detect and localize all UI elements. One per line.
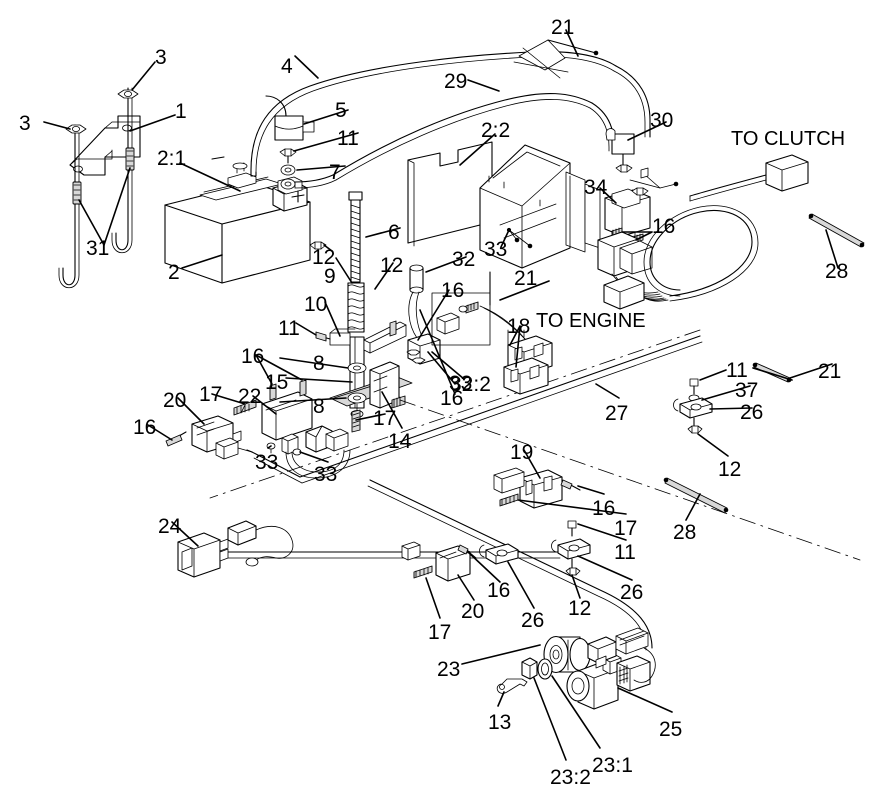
- callout-c-17-b: 17: [373, 407, 397, 430]
- relay-pair-18: [504, 330, 552, 394]
- rod-28-right: [809, 214, 864, 247]
- to-clutch-connector: [690, 155, 808, 201]
- destination-label-to-engine: TO ENGINE: [536, 310, 646, 332]
- callout-c-8-b: 8: [313, 395, 325, 418]
- callout-c-26-g: 26: [521, 609, 545, 632]
- callout-c-23: 23: [437, 658, 461, 681]
- callout-c-28-r: 28: [825, 260, 849, 283]
- callout-c-26-r: 26: [740, 401, 764, 424]
- flange-nut-12a: [310, 242, 326, 249]
- callout-c-33-b1: 33: [255, 451, 279, 474]
- callout-c-21-top: 21: [551, 16, 575, 39]
- callout-c-21-m: 21: [514, 267, 538, 290]
- module-24: [178, 521, 293, 577]
- battery: [165, 157, 310, 283]
- callout-c-25: 25: [659, 718, 683, 741]
- callout-c-9: 9: [324, 265, 336, 288]
- callout-c-31: 31: [86, 237, 110, 260]
- callout-c-16-l: 16: [241, 345, 265, 368]
- callout-c-26-e: 26: [620, 581, 644, 604]
- switch-22-assembly: [216, 380, 350, 478]
- callout-c-20-a: 20: [163, 389, 187, 412]
- callout-c-16-b: 16: [133, 416, 157, 439]
- callout-c-14: 14: [388, 430, 412, 453]
- control-box: [480, 145, 600, 268]
- ignition-assembly: [497, 628, 655, 709]
- callout-c-28-b: 28: [673, 521, 697, 544]
- callout-c-29: 29: [444, 70, 468, 93]
- callout-c-10: 10: [304, 293, 328, 316]
- callout-c-16-g: 16: [487, 579, 511, 602]
- destination-label-to-clutch: TO CLUTCH: [731, 128, 846, 150]
- callout-c-12-a: 12: [312, 246, 336, 269]
- callout-c-30: 30: [650, 109, 674, 132]
- callout-c-17-a: 17: [199, 383, 223, 406]
- callout-c-11-b: 11: [278, 317, 300, 340]
- callout-c-32: 32: [452, 248, 476, 271]
- callout-c-37: 37: [735, 379, 759, 402]
- callout-c-16-f: 16: [440, 387, 464, 410]
- callout-c-3-top: 3: [155, 46, 167, 69]
- callout-c-1: 1: [175, 100, 187, 123]
- callout-c-19: 19: [510, 441, 534, 464]
- callout-c-13: 13: [488, 711, 512, 734]
- rod-spring-assembly: [316, 192, 412, 418]
- callout-c-8-a: 8: [313, 352, 325, 375]
- callout-c-33-m: 33: [449, 372, 473, 395]
- callout-c-21-col: 2:1: [157, 147, 187, 170]
- callout-c-18: 18: [507, 315, 531, 338]
- callout-c-20-b: 20: [461, 600, 485, 623]
- clamp-assembly-right: [674, 379, 713, 433]
- callout-c-22-col: 2:2: [481, 119, 511, 142]
- callout-c-11-e: 11: [614, 541, 636, 564]
- callout-c-15: 15: [265, 371, 289, 394]
- callout-c-4: 4: [281, 55, 293, 78]
- callout-c-27: 27: [605, 402, 629, 425]
- callout-c-3-left: 3: [19, 112, 31, 135]
- callout-c-16-m: 16: [441, 279, 465, 302]
- component-30: [606, 129, 678, 195]
- callout-c-2: 2: [168, 261, 180, 284]
- callout-c-33-b2: 33: [314, 463, 338, 486]
- wing-nut-left: [66, 125, 86, 133]
- engine-harness: [598, 206, 758, 309]
- callout-c-17-e: 17: [614, 517, 638, 540]
- callout-c-23-1: 23:1: [592, 754, 633, 777]
- nut-30: [616, 165, 632, 172]
- callout-c-32-2: 32:2: [450, 373, 491, 396]
- wing-nut-upper: [118, 90, 138, 98]
- main-harness-top: [251, 40, 650, 180]
- cable-boot-and-terminal: [266, 96, 336, 189]
- switch-20-bottom: [402, 542, 518, 581]
- callout-c-7: 7: [329, 161, 341, 184]
- hold-down-bracket-assembly: [59, 88, 140, 288]
- callout-c-11-r: 11: [726, 359, 748, 382]
- callout-c-33-r: 33: [484, 238, 508, 261]
- callout-c-23-2: 23:2: [550, 766, 591, 785]
- callout-c-22: 22: [238, 385, 262, 408]
- callout-c-12-r: 12: [718, 458, 742, 481]
- bracket-14-17: [352, 362, 405, 432]
- relay-19-assembly: [494, 468, 590, 575]
- callout-c-16-e: 16: [592, 497, 616, 520]
- callout-c-11-a: 11: [337, 127, 359, 150]
- callout-c-12-b: 12: [380, 254, 404, 277]
- panel-2-2: [408, 142, 492, 246]
- callout-c-21-r: 21: [818, 360, 842, 383]
- callout-c-34: 34: [584, 176, 608, 199]
- leader-lines: [44, 30, 838, 760]
- callout-c-17-g: 17: [428, 621, 452, 644]
- callout-c-5: 5: [335, 99, 347, 122]
- callout-c-16-r1: 16: [652, 215, 676, 238]
- nut-30b: [632, 188, 648, 195]
- callout-c-12-e: 12: [568, 597, 592, 620]
- callout-c-6: 6: [388, 221, 400, 244]
- hex-bolt-11a: [280, 149, 296, 163]
- callout-c-24: 24: [158, 515, 182, 538]
